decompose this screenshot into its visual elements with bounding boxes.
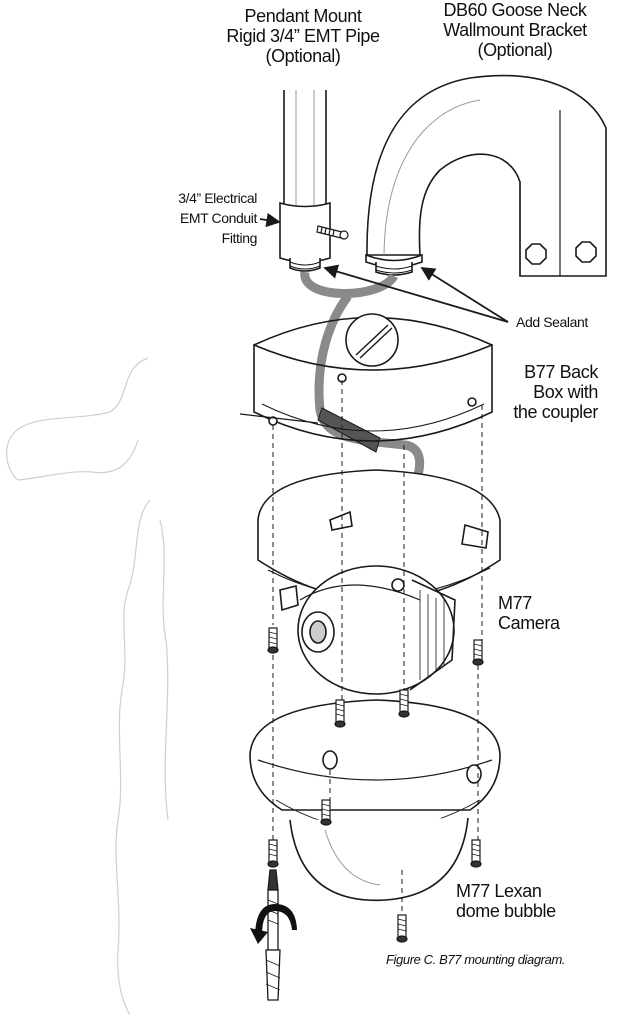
label-gooseneck-line-2: Wallmount Bracket [443, 20, 587, 40]
rotation-arrow-icon [255, 904, 297, 935]
label-backbox-line-1: B77 Back [524, 362, 598, 382]
label-camera: M77 Camera [498, 593, 560, 633]
screws [267, 627, 484, 943]
label-sealant-text: Add Sealant [516, 314, 588, 330]
label-dome-line-1: M77 Lexan [456, 881, 542, 901]
label-dome-bubble: M77 Lexan dome bubble [456, 881, 556, 921]
gooseneck-bracket [365, 74, 607, 277]
label-fitting-line-3: Fitting [221, 230, 258, 246]
label-back-box: B77 Back Box with the coupler [480, 362, 598, 422]
scan-artifact-left [6, 357, 169, 1016]
label-fitting-line-1: 3/4” Electrical [178, 190, 257, 206]
figure-caption-text: Figure C. B77 mounting diagram. [386, 952, 566, 967]
emt-pipe [279, 90, 331, 272]
label-pendant-mount: Pendant Mount Rigid 3/4” EMT Pipe (Optio… [212, 6, 394, 66]
label-gooseneck-line-3: (Optional) [477, 40, 553, 60]
label-gooseneck-bracket: DB60 Goose Neck Wallmount Bracket (Optio… [420, 0, 610, 60]
label-pendant-line-3: (Optional) [265, 46, 341, 66]
dome-assembly [249, 699, 501, 902]
label-gooseneck-line-1: DB60 Goose Neck [443, 0, 587, 20]
leader-lines [239, 212, 509, 424]
back-box [253, 313, 493, 442]
label-fitting-line-2: EMT Conduit [179, 210, 257, 226]
alignment-lines [272, 380, 483, 915]
label-backbox-line-2: Box with [533, 382, 598, 402]
label-camera-line-2: Camera [498, 613, 560, 633]
set-screw [316, 225, 349, 240]
screwdriver-bit [265, 869, 281, 1001]
camera-body [257, 469, 501, 695]
label-pendant-line-2: Rigid 3/4” EMT Pipe [226, 26, 380, 46]
cable [300, 271, 425, 484]
label-pendant-line-1: Pendant Mount [244, 6, 362, 26]
figure-caption: Figure C. B77 mounting diagram. [386, 952, 565, 967]
label-backbox-line-3: the coupler [513, 402, 598, 422]
label-add-sealant: Add Sealant [516, 312, 588, 332]
label-emt-fitting: 3/4” Electrical EMT Conduit Fitting [130, 188, 257, 248]
rotation-arrowhead-icon [250, 928, 268, 944]
label-camera-line-1: M77 [498, 593, 532, 613]
label-dome-line-2: dome bubble [456, 901, 556, 921]
